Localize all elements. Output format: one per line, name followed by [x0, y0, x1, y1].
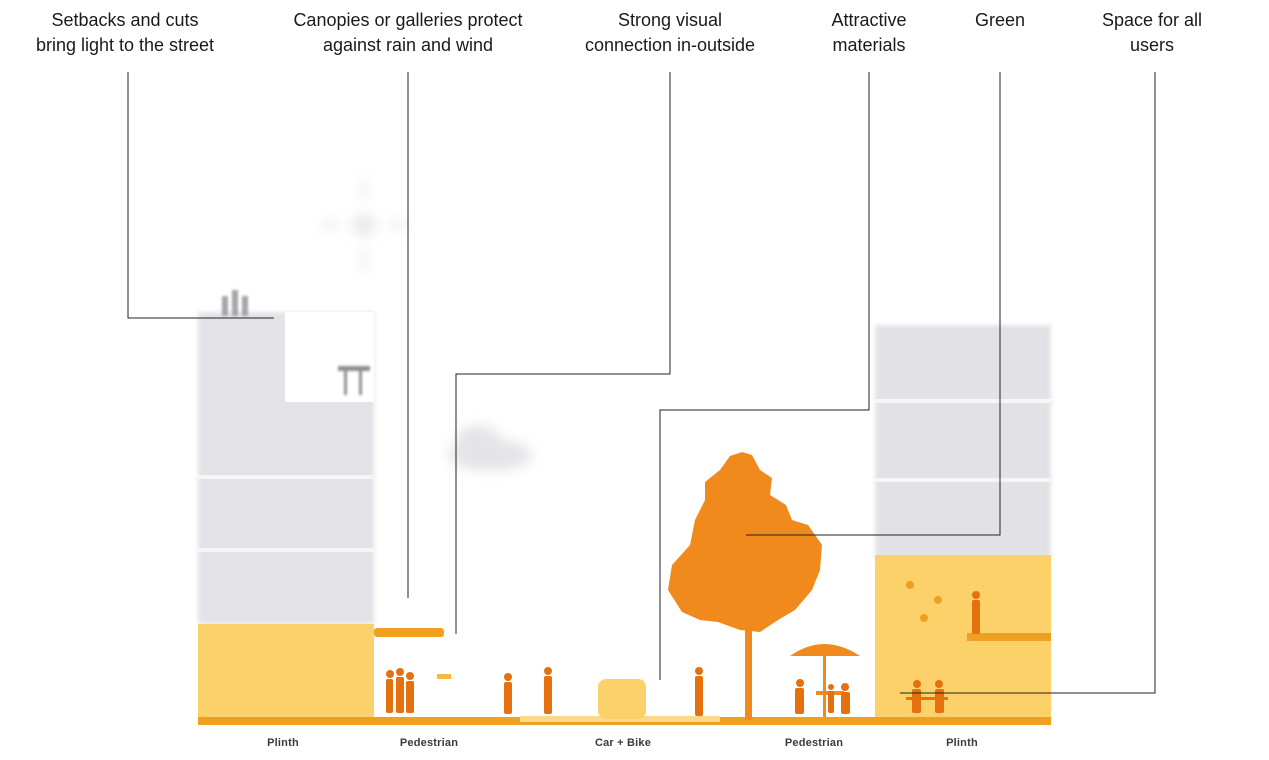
leader-line-space-for-all [900, 72, 1156, 694]
callout-space-for-all: Space for all users [1101, 10, 1203, 55]
pedestrian-icon [544, 667, 552, 714]
zone-label-car-bike: Car + Bike [594, 737, 652, 749]
leader-line-attractive-materials [659, 72, 870, 680]
callout-canopies: Canopies or galleries protect against ra… [293, 10, 523, 55]
leader-line-visual-connection [455, 72, 671, 634]
pedestrian-icon [504, 673, 512, 714]
left-plinth [198, 624, 374, 721]
cafe-people-icon [795, 679, 850, 714]
callout-visual-connection: Strong visual connection in-outside [584, 10, 756, 55]
callout-setbacks: Setbacks and cuts bring light to the str… [35, 10, 215, 55]
rooftop-table-icon [338, 366, 370, 395]
people-icons [386, 591, 980, 716]
callout-green: Green [974, 10, 1026, 30]
leader-lines [127, 72, 1156, 694]
zone-label-pedestrian-left: Pedestrian [399, 737, 459, 749]
tree-icon [668, 452, 822, 720]
pedestrian-icon [695, 667, 703, 716]
bench [437, 674, 451, 679]
seated-people-icon [906, 680, 948, 713]
leader-line-green [746, 72, 1001, 536]
rooftop-people-icon [222, 290, 248, 316]
pedestrian-group-icon [386, 668, 414, 713]
zone-label-pedestrian-right: Pedestrian [784, 737, 844, 749]
right-building [875, 325, 1051, 721]
faint-sun-icon [320, 180, 408, 270]
leader-line-setbacks [127, 72, 274, 319]
car-icon [598, 679, 646, 719]
faint-cloud-icon [448, 425, 532, 471]
callout-attractive-materials: Attractive materials [831, 10, 907, 55]
plinth-person-icon [972, 591, 980, 634]
zone-label-plinth-left: Plinth [267, 737, 299, 749]
canopy [374, 628, 444, 637]
zone-label-plinth-right: Plinth [946, 737, 978, 749]
left-building [198, 290, 374, 721]
